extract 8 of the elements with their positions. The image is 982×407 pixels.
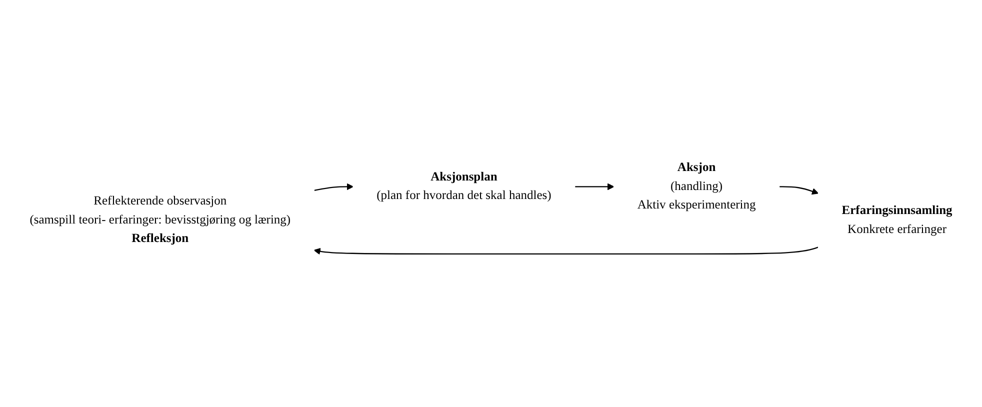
node-text: Reflekterende observasjon (samspill teori- erfaringer: bevisstgjøring og læring) Refleksjon	[30, 194, 291, 246]
node-text: Aksjon (handling) Aktiv eksperimentering	[637, 160, 756, 212]
arrow	[574, 183, 614, 190]
arrow	[314, 183, 354, 192]
arrow	[314, 246, 818, 255]
node-text: Erfaringsinnsamling Konkrete erfaringer	[842, 204, 952, 236]
arrow	[779, 186, 819, 195]
node-text: Aksjonsplan (plan for hvordan det skal handles)	[376, 170, 552, 202]
